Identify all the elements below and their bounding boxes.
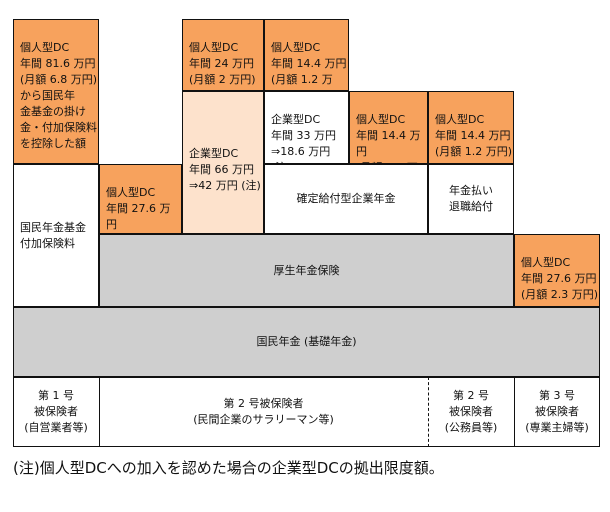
category-row (13, 377, 600, 447)
corp-dc-with-db-box: 企業型DC 年間 33 万円 ⇒18.6 万円(注) (264, 91, 349, 174)
category-second-insured: 第 2 号被保険者 (民間企業のサラリーマン等) (193, 397, 334, 426)
category-divider-dashed (428, 377, 429, 447)
category-divider (514, 377, 515, 447)
kosei-nenkin-box: 厚生年金保険 (99, 234, 514, 307)
dc-self-employed-text: 個人型DC 年間 81.6 万円 (月額 6.8 万円) から国民年 金基金の掛… (20, 41, 98, 150)
dc-with-corp-dc-db-box: 個人型DC 年間 14.4 万円 (月額 1.2 万円) (349, 91, 428, 190)
defined-benefit-text: 確定給付型企業年金 (296, 192, 396, 205)
dc-with-corp-dc-box: 個人型DC 年間 24 万円 (月額 2 万円) (182, 19, 264, 91)
category-divider (99, 377, 100, 447)
dc-no-corp-box: 個人型DC 年間 27.6 万円 (月額 2.3 万円) (99, 164, 182, 263)
dc-with-corp-dc-text: 個人型DC 年間 24 万円 (月額 2 万円) (189, 41, 256, 86)
kokumin-kikin-box: 国民年金基金 付加保険料 (13, 164, 99, 307)
dc-with-db-only-box: 個人型DC 年間 14.4 万円 (月額 1.2 万円) (264, 19, 349, 102)
footnote: (注)個人型DCへの加入を認めた場合の企業型DCの拠出限度額。 (13, 459, 444, 477)
kokumin-kikin-text: 国民年金基金 付加保険料 (20, 220, 86, 250)
category-first-insured: 第 1 号 被保険者 (自営業者等) (24, 389, 88, 434)
dc-spouse-text: 個人型DC 年間 27.6 万円 (月額 2.3 万円) (521, 256, 599, 301)
defined-benefit-box: 確定給付型企業年金 (264, 164, 428, 234)
dc-self-employed-box: 個人型DC 年間 81.6 万円 (月額 6.8 万円) から国民年 金基金の掛… (13, 19, 99, 164)
dc-public-servant-text: 個人型DC 年間 14.4 万円 (月額 1.2 万円) (435, 113, 513, 158)
corp-dc-only-text: 企業型DC 年間 66 万円 ⇒42 万円 (注) (189, 147, 261, 192)
kokumin-nenkin-box: 国民年金 (基礎年金) (13, 307, 600, 377)
pension-retirement-text: 年金払い 退職給付 (449, 184, 493, 213)
corp-dc-only-box: 企業型DC 年間 66 万円 ⇒42 万円 (注) (182, 91, 264, 234)
kokumin-nenkin-text: 国民年金 (基礎年金) (256, 335, 357, 348)
category-second-insured-public: 第 2 号 被保険者 (公務員等) (444, 389, 498, 434)
pension-retirement-box: 年金払い 退職給付 (428, 164, 514, 234)
category-third-insured: 第 3 号 被保険者 (専業主婦等) (525, 389, 589, 434)
dc-public-servant-box: 個人型DC 年間 14.4 万円 (月額 1.2 万円) (428, 91, 514, 164)
dc-spouse-box: 個人型DC 年間 27.6 万円 (月額 2.3 万円) (514, 234, 600, 307)
kosei-nenkin-text: 厚生年金保険 (273, 263, 340, 277)
